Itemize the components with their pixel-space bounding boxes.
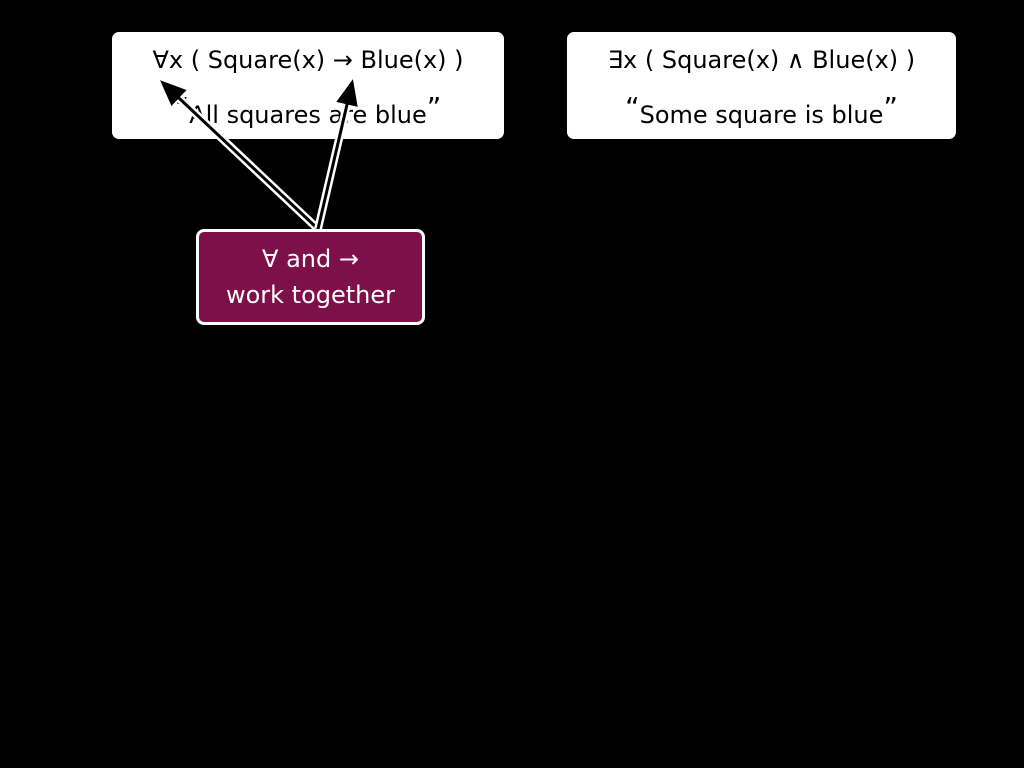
callout-box: ∀ and → work together <box>196 229 425 325</box>
existential-statement-box: ∃x ( Square(x) ∧ Blue(x) ) “Some square … <box>567 32 956 139</box>
existential-reading: “Some square is blue” <box>567 93 956 130</box>
open-quote: “ <box>625 91 640 124</box>
close-quote: ” <box>883 91 898 124</box>
callout-line-1: ∀ and → <box>262 245 359 273</box>
callout-line-2: work together <box>225 281 396 309</box>
universal-formula: ∀x ( Square(x) → Blue(x) ) <box>152 46 464 74</box>
existential-reading-text: Some square is blue <box>639 101 884 129</box>
universal-statement-box: ∀x ( Square(x) → Blue(x) ) “All squares … <box>112 32 504 139</box>
open-quote: “ <box>174 91 190 124</box>
existential-formula: ∃x ( Square(x) ∧ Blue(x) ) <box>607 46 916 74</box>
close-quote: ” <box>426 91 442 124</box>
universal-reading-text: All squares are blue <box>189 101 427 129</box>
universal-reading: “All squares are blue” <box>112 93 504 130</box>
